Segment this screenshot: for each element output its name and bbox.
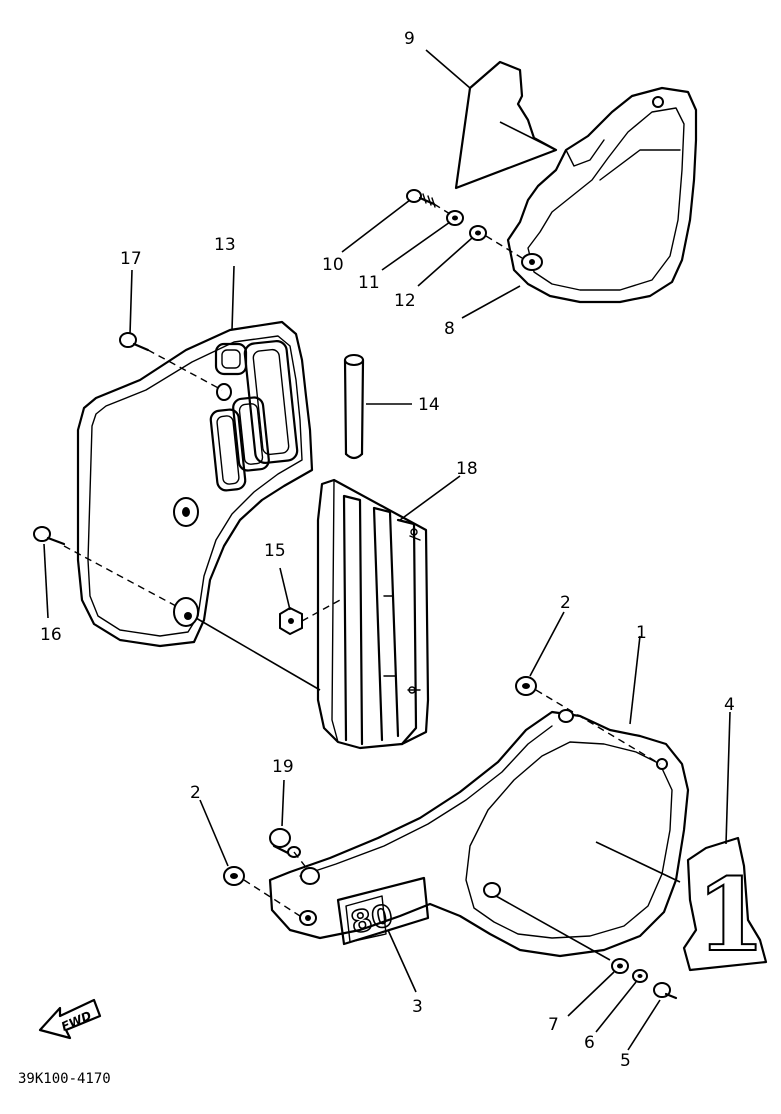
label-18: 18 (456, 459, 478, 479)
part-14-pin (343, 354, 365, 460)
label-16: 16 (40, 625, 62, 645)
part-8-side-cover-rear (506, 86, 698, 304)
label-3: 3 (412, 997, 423, 1017)
drawing-code: 39K100-4170 (18, 1071, 111, 1087)
label-4: 4 (724, 695, 735, 715)
assembly-lines (63, 203, 661, 917)
label-2-upper: 2 (560, 593, 571, 613)
part-12-washer (469, 225, 487, 241)
label-19: 19 (272, 757, 294, 777)
label-14: 14 (418, 395, 440, 415)
part-17-screw (119, 332, 150, 352)
part-10-screw (406, 189, 436, 208)
part-number-labels: 9 10 11 12 8 13 17 14 18 15 16 2 1 4 19 … (40, 29, 735, 1071)
part-16-screw (33, 526, 66, 546)
label-5: 5 (620, 1051, 631, 1071)
forward-direction-arrow-icon: FWD (38, 998, 102, 1040)
part-1-side-cover-lower (268, 709, 690, 958)
fwd-label: FWD (59, 1008, 93, 1034)
part-11-washer (446, 210, 464, 226)
label-11: 11 (358, 273, 380, 293)
label-1: 1 (636, 623, 647, 643)
label-13: 13 (214, 235, 236, 255)
label-7: 7 (548, 1015, 559, 1035)
label-2-lower: 2 (190, 783, 201, 803)
part-9-seal-sheet (454, 60, 558, 190)
part-4-decal-1: 1 (682, 836, 768, 975)
label-9: 9 (404, 29, 415, 49)
decal-graphic-80: 80 (348, 898, 396, 941)
leader-lines (43, 49, 731, 1051)
part-2-grommet-lower (223, 866, 245, 886)
label-8: 8 (444, 319, 455, 339)
decal-graphic-1: 1 (696, 856, 766, 974)
part-2-grommet-upper (515, 676, 537, 696)
part-15-nut (279, 606, 303, 636)
label-6: 6 (584, 1033, 595, 1053)
part-13-side-cover-front (76, 320, 314, 648)
part-18-radiator-guard (316, 478, 430, 750)
label-12: 12 (394, 291, 416, 311)
label-10: 10 (322, 255, 344, 275)
part-7-washer (611, 958, 629, 974)
label-17: 17 (120, 249, 142, 269)
label-15: 15 (264, 541, 286, 561)
part-5-screw (653, 982, 678, 1000)
part-19-collar (269, 828, 301, 858)
part-6-washer (632, 969, 648, 983)
